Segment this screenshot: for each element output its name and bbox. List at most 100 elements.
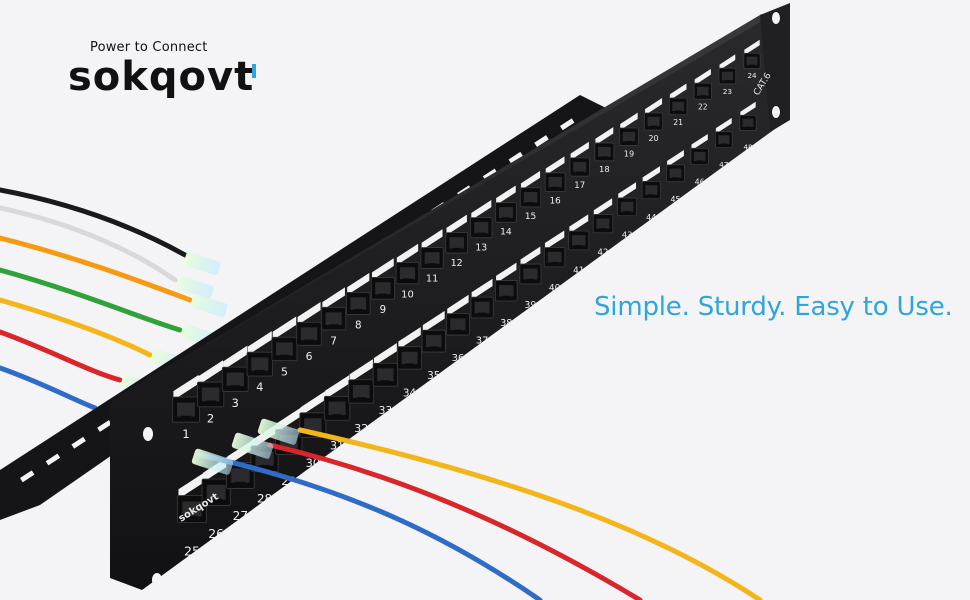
port-label-window [297,301,321,326]
port-34[interactable] [397,326,422,370]
port-label-window [744,39,760,56]
port-label-window [396,243,419,266]
port-latch-notch [429,346,439,350]
port-25[interactable] [177,471,207,523]
port-12[interactable] [445,214,469,254]
port-number-25: 25 [184,544,200,559]
port-opening [669,168,682,178]
port-3[interactable] [221,345,249,392]
port-latch-notch [255,369,265,374]
port-number-35: 35 [427,371,440,382]
port-label-window [719,54,736,71]
port-41[interactable] [568,214,590,251]
port-latch-notch [380,380,390,384]
port-9[interactable] [370,258,395,300]
port-label-window [570,141,589,161]
port-23[interactable] [718,54,737,85]
port-latch-notch [453,329,463,333]
port-number-11: 11 [426,274,438,285]
port-opening [424,252,440,264]
port-5[interactable] [271,316,298,362]
port-22[interactable] [693,68,712,100]
port-38[interactable] [494,262,518,302]
port-latch-notch [674,110,682,114]
port-37[interactable] [470,278,494,319]
port-33[interactable] [372,343,399,387]
port-number-22: 22 [698,103,708,112]
port-15[interactable] [519,170,542,208]
shelf-slot [559,118,575,131]
port-opening [425,335,442,348]
port-opening [231,468,250,483]
port-latch-notch [186,515,198,520]
port-45[interactable] [666,150,685,183]
port-number-28: 28 [257,492,272,506]
port-number-20: 20 [649,134,659,143]
port-36[interactable] [446,294,470,336]
port-number-8: 8 [355,320,362,332]
port-label-window [347,272,370,296]
port-latch-notch [403,278,412,282]
port-44[interactable] [641,166,661,200]
port-48[interactable] [739,101,757,131]
port-7[interactable] [321,287,347,331]
port-17[interactable] [569,141,590,177]
port-14[interactable] [495,185,517,223]
port-number-6: 6 [306,350,313,363]
port-latch-notch [205,400,216,405]
port-label-window [247,331,272,356]
port-latch-notch [259,464,270,469]
port-35[interactable] [421,310,446,353]
port-label-window [471,200,492,221]
port-1[interactable] [172,374,200,423]
port-13[interactable] [470,200,493,239]
port-18[interactable] [594,127,615,162]
port-39[interactable] [519,246,542,285]
port-label-window [715,117,732,134]
port-label-window [178,471,206,499]
port-latch-notch [501,217,510,221]
port-24[interactable] [743,39,761,69]
port-label-window [447,294,469,317]
port-label-window [620,112,638,131]
port-number-30: 30 [306,456,321,470]
port-number-34: 34 [403,388,417,400]
port-42[interactable] [592,198,614,234]
port-16[interactable] [544,156,566,192]
front-cables [191,418,763,600]
port-latch-notch [235,481,246,486]
port-opening [450,318,466,331]
port-40[interactable] [543,230,566,268]
port-10[interactable] [395,243,420,285]
plug-boot [191,448,234,475]
plug-boot [190,294,228,318]
port-number-36: 36 [452,353,465,364]
port-latch-notch [526,202,535,206]
port-number-32: 32 [354,422,368,435]
port-4[interactable] [246,331,273,377]
port-latch-notch [477,312,487,316]
port-opening [572,235,586,246]
port-32[interactable] [348,359,375,404]
port-opening [350,297,367,310]
port-47[interactable] [714,117,733,148]
port-number-43: 43 [622,230,633,240]
port-2[interactable] [196,360,225,408]
port-6[interactable] [296,301,322,346]
port-8[interactable] [346,272,371,315]
port-11[interactable] [420,229,444,269]
port-20[interactable] [644,98,664,131]
port-label-window [569,214,589,234]
port-43[interactable] [617,182,638,217]
port-19[interactable] [619,112,639,146]
port-46[interactable] [690,133,709,166]
port-label-window [642,166,660,184]
port-latch-notch [353,308,363,313]
rj45-plug [176,276,214,300]
port-31[interactable] [323,375,351,421]
port-label-window [272,316,297,341]
port-21[interactable] [668,83,688,116]
port-latch-notch [724,79,731,83]
